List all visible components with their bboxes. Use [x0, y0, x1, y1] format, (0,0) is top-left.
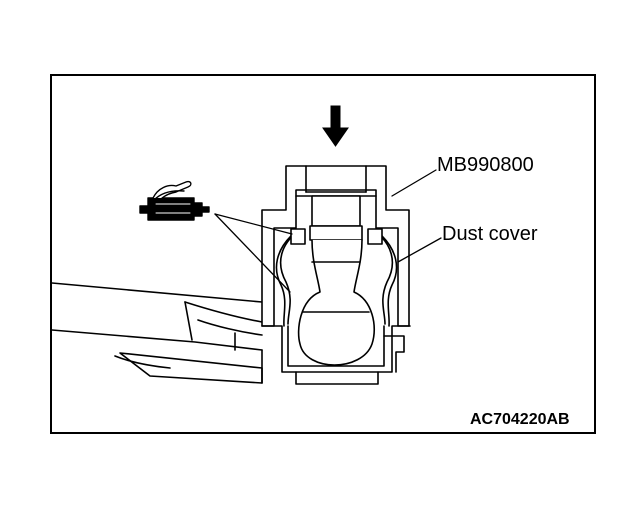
down-arrow-icon: [322, 105, 349, 147]
knuckle-arm: [52, 282, 263, 384]
ball-joint-housing: [261, 325, 411, 385]
tool-label: MB990800: [437, 154, 534, 176]
leader-lines: [214, 169, 442, 293]
figure-code: AC704220AB: [470, 411, 570, 428]
grease-gun-icon: [139, 180, 210, 221]
dust-cover-label: Dust cover: [442, 223, 538, 245]
dust-cover: [275, 228, 398, 327]
ball-stud: [297, 195, 376, 366]
